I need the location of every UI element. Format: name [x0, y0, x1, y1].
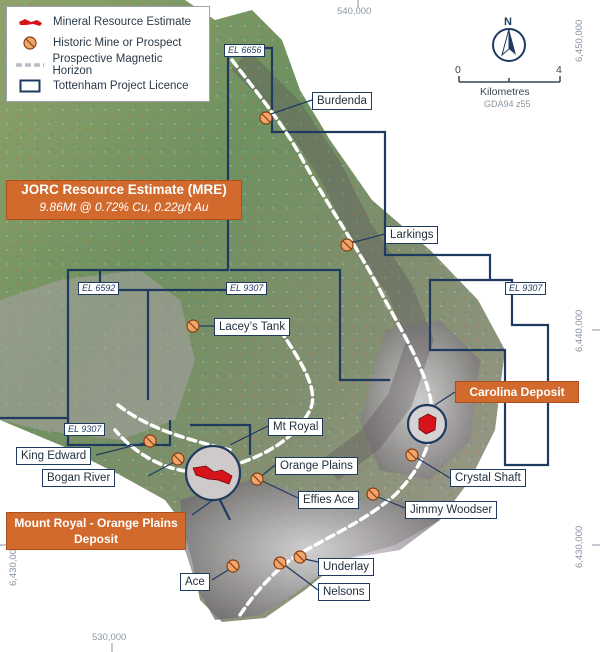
jorc-subtitle: 9.86Mt @ 0.72% Cu, 0.22g/t Au — [39, 200, 209, 214]
mine-prospect-icon — [171, 452, 185, 466]
scale-datum: GDA94 z55 — [484, 99, 531, 109]
mount-royal-deposit-zone — [184, 444, 242, 502]
scale-max-label: 4 — [556, 64, 562, 76]
mine-prospect-icon — [259, 111, 273, 125]
site-label-jimmy-woodser: Jimmy Woodser — [405, 501, 498, 519]
red-deposit-icon — [13, 14, 47, 30]
mine-prospect-icon — [273, 556, 287, 570]
legend-item: Historic Mine or Prospect — [13, 33, 203, 55]
carolina-title: Carolina Deposit — [469, 385, 565, 399]
site-label-king-edward: King Edward — [16, 447, 92, 465]
licence-label: EL 9307 — [505, 282, 547, 295]
map-legend: Mineral Resource Estimate Historic Mine … — [6, 6, 210, 102]
easting-label-bottom: 530,000 — [92, 632, 127, 643]
jorc-resource-callout: JORC Resource Estimate (MRE) 9.86Mt @ 0.… — [6, 180, 242, 220]
mine-prospect-icon — [13, 35, 47, 51]
mount-royal-title-2: Deposit — [73, 532, 118, 546]
scale-min-label: 0 — [455, 64, 461, 76]
northing-label-low: 6,430,000 — [574, 525, 585, 568]
site-label-nelsons: Nelsons — [318, 583, 370, 601]
mine-prospect-icon — [250, 472, 264, 486]
mount-royal-deposit-callout: Mount Royal - Orange Plains Deposit — [6, 512, 186, 550]
site-label-underlay: Underlay — [318, 558, 375, 576]
dashed-horizon-icon — [13, 57, 47, 73]
licence-label: EL 6656 — [224, 44, 266, 57]
scale-bar — [458, 76, 561, 83]
site-label-ace: Ace — [180, 573, 210, 591]
carolina-deposit-callout: Carolina Deposit — [455, 381, 579, 403]
site-label-bogan-river: Bogan River — [42, 469, 116, 487]
licence-label: EL 9307 — [64, 423, 106, 436]
north-arrow-icon — [492, 28, 526, 62]
mine-prospect-icon — [226, 559, 240, 573]
legend-label: Historic Mine or Prospect — [53, 37, 182, 50]
legend-label: Mineral Resource Estimate — [53, 15, 192, 28]
scale-units: Kilometres — [480, 86, 530, 98]
licence-box-icon — [13, 78, 47, 94]
legend-item: Prospective Magnetic Horizon — [13, 52, 203, 77]
mine-prospect-icon — [143, 434, 157, 448]
mine-prospect-icon — [293, 550, 307, 564]
north-letter: N — [504, 16, 512, 28]
licence-label: EL 9307 — [226, 282, 268, 295]
site-label-burdenda: Burdenda — [312, 92, 372, 110]
mine-prospect-icon — [366, 487, 380, 501]
mount-royal-title-1: Mount Royal - Orange Plains — [14, 516, 178, 530]
easting-label-top: 540,000 — [337, 6, 372, 17]
mine-prospect-icon — [405, 448, 419, 462]
magnetic-horizon — [113, 58, 435, 617]
site-label-orange-plains: Orange Plains — [275, 457, 358, 475]
prospect-symbols — [143, 111, 419, 573]
mine-prospect-icon — [340, 238, 354, 252]
legend-label: Prospective Magnetic Horizon — [52, 52, 163, 77]
site-label-larkings: Larkings — [385, 226, 439, 244]
terrain-imagery — [0, 0, 505, 622]
legend-item: Tottenham Project Licence — [13, 76, 203, 98]
licence-label: EL 6592 — [78, 282, 120, 295]
legend-item: Mineral Resource Estimate — [13, 11, 203, 33]
site-label-crystal-shaft: Crystal Shaft — [450, 469, 526, 487]
site-label-laceys-tank: Lacey’s Tank — [214, 318, 291, 336]
site-label-mt-royal: Mt Royal — [268, 418, 324, 436]
jorc-title: JORC Resource Estimate (MRE) — [21, 182, 227, 197]
mine-prospect-icon — [186, 319, 200, 333]
northing-label-left: 6,430,000 — [8, 543, 19, 586]
site-label-effies-ace: Effies Ace — [298, 491, 359, 509]
carolina-deposit-zone — [406, 403, 448, 445]
northing-label-top: 6,450,000 — [574, 19, 585, 62]
legend-label: Tottenham Project Licence — [53, 80, 189, 93]
northing-label-mid: 6,440,000 — [574, 309, 585, 352]
